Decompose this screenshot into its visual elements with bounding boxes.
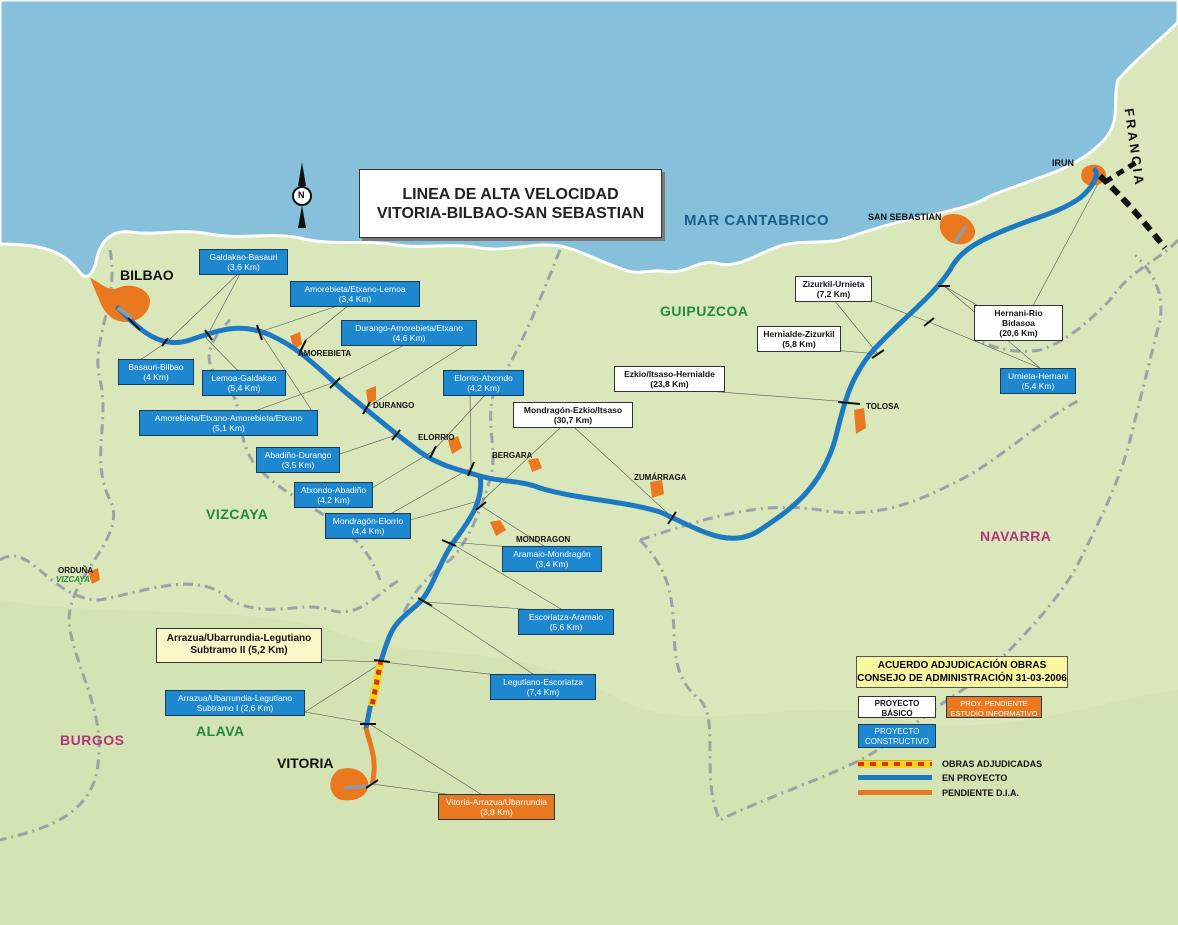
- section-durango-amorebieta[interactable]: Durango-Amorebieta/Etxano(4,6 Km): [341, 320, 477, 346]
- legend-title: ACUERDO ADJUDICACIÓN OBRAS CONSEJO DE AD…: [856, 656, 1068, 688]
- section-basauri-bilbao[interactable]: Basauri-Bilbao(4 Km): [118, 359, 194, 385]
- sea: [0, 0, 1178, 278]
- section-abadino-durango[interactable]: Abadiño-Durango(3,5 Km): [256, 447, 340, 473]
- section-ezkio-hernialde[interactable]: Ezkio/Itsaso-Hernialde(23,8 Km): [614, 366, 725, 392]
- region-guipuzcoa: GUIPUZCOA: [660, 303, 749, 319]
- section-hernani-rio-bidasoa[interactable]: Hernani-Río Bidasoa(20,6 Km): [974, 305, 1063, 341]
- title-line-2: VITORIA-BILBAO-SAN SEBASTIAN: [376, 205, 645, 222]
- section-zizurkil-urnieta[interactable]: Zizurkil-Urnieta(7,2 Km): [795, 276, 872, 302]
- section-urnieta-hernani[interactable]: Urnieta-Hernani(5,4 Km): [1000, 368, 1076, 394]
- city-bilbao: BILBAO: [120, 267, 174, 283]
- region-burgos: BURGOS: [60, 732, 125, 748]
- section-aramaio-mondragon[interactable]: Aramaio-Mondragón(3,4 Km): [502, 546, 602, 572]
- legend-proy-pendiente: PROY. PENDIENTE ESTUDIO INFORMATIVO: [946, 696, 1042, 718]
- section-galdakao-basauri[interactable]: Galdakao-Basauri(3,6 Km): [199, 249, 288, 275]
- region-vizcaya: VIZCAYA: [206, 506, 269, 522]
- section-mondragon-elorrio[interactable]: Mondragón-Elorrio(4,4 Km): [325, 513, 411, 539]
- legend-swatch-proyecto: [858, 775, 932, 780]
- city-vitoria: VITORIA: [277, 755, 334, 771]
- section-amorebieta-lemoa[interactable]: Amorebieta/Etxano-Lemoa(3,4 Km): [290, 281, 420, 307]
- legend-en-proyecto: EN PROYECTO: [942, 773, 1008, 783]
- section-vitoria-arrazua[interactable]: Vitoria-Arrazua/Ubarrundia(3,8 Km): [438, 794, 555, 820]
- section-hernialde-zizurkil[interactable]: Hernialde-Zizurkil(5,8 Km): [757, 326, 841, 352]
- legend-proyecto-constructivo: PROYECTO CONSTRUCTIVO: [858, 724, 936, 748]
- city-bergara: BERGARA: [492, 451, 533, 460]
- city-orduna-sub: VIZCAYA: [56, 575, 90, 584]
- city-san-sebastian: SAN SEBASTIAN: [868, 212, 942, 222]
- compass-icon: [292, 162, 312, 228]
- section-amorebieta-etxano[interactable]: Amorebieta/Etxano-Amorebieta/Etxano(5,1 …: [139, 410, 318, 436]
- section-elorrio-atxondo[interactable]: Elorrio-Atxondo(4,2 Km): [443, 370, 524, 396]
- city-tolosa: TOLOSA: [866, 402, 900, 411]
- section-legutiano-escoriatza[interactable]: Legutiano-Escoriatza(7,4 Km): [490, 674, 596, 700]
- route-en-proyecto: [115, 167, 1099, 541]
- legend-swatch-obras: [858, 760, 932, 768]
- city-zumarraga: ZUMÁRRAGA: [634, 473, 687, 482]
- title-line-1: LINEA DE ALTA VELOCIDAD: [402, 186, 619, 203]
- legend-swatch-pendiente: [858, 790, 932, 795]
- sea-label: MAR CANTABRICO: [684, 212, 830, 229]
- city-mondragon: MONDRAGON: [516, 535, 571, 544]
- section-lemoa-galdakao[interactable]: Lemoa-Galdakao(5,4 Km): [202, 370, 286, 396]
- section-atxondo-abadino[interactable]: Atxondo-Abadiño(4,2 Km): [294, 482, 373, 508]
- city-orduna: ORDUÑA: [58, 566, 94, 575]
- city-amorebieta: AMOREBIETA: [298, 349, 352, 358]
- map-title: LINEA DE ALTA VELOCIDAD VITORIA-BILBAO-S…: [359, 169, 662, 238]
- section-mondragon-ezkio[interactable]: Mondragón-Ezkio/Itsaso(30,7 Km): [513, 402, 633, 428]
- legend-pendiente-dia: PENDIENTE D.I.A.: [942, 788, 1020, 798]
- legend-proyecto-basico: PROYECTO BÁSICO: [858, 696, 936, 718]
- city-areas: [88, 164, 1106, 801]
- legend-obras-adjudicadas: OBRAS ADJUDICADAS: [942, 759, 1043, 769]
- land-south: [0, 600, 1178, 925]
- compass-label: N: [298, 190, 305, 200]
- section-escoriatza-aramaio[interactable]: Escoriatza-Aramaio(5,6 Km): [518, 609, 614, 635]
- route-pendiente-dia: [363, 727, 377, 785]
- city-durango: DURANGO: [373, 401, 415, 410]
- city-irun: IRUN: [1052, 158, 1074, 168]
- section-ticks: [127, 285, 950, 789]
- region-alava: ALAVA: [196, 723, 245, 739]
- city-elorrio: ELORRIO: [418, 433, 455, 442]
- region-navarra: NAVARRA: [980, 528, 1052, 544]
